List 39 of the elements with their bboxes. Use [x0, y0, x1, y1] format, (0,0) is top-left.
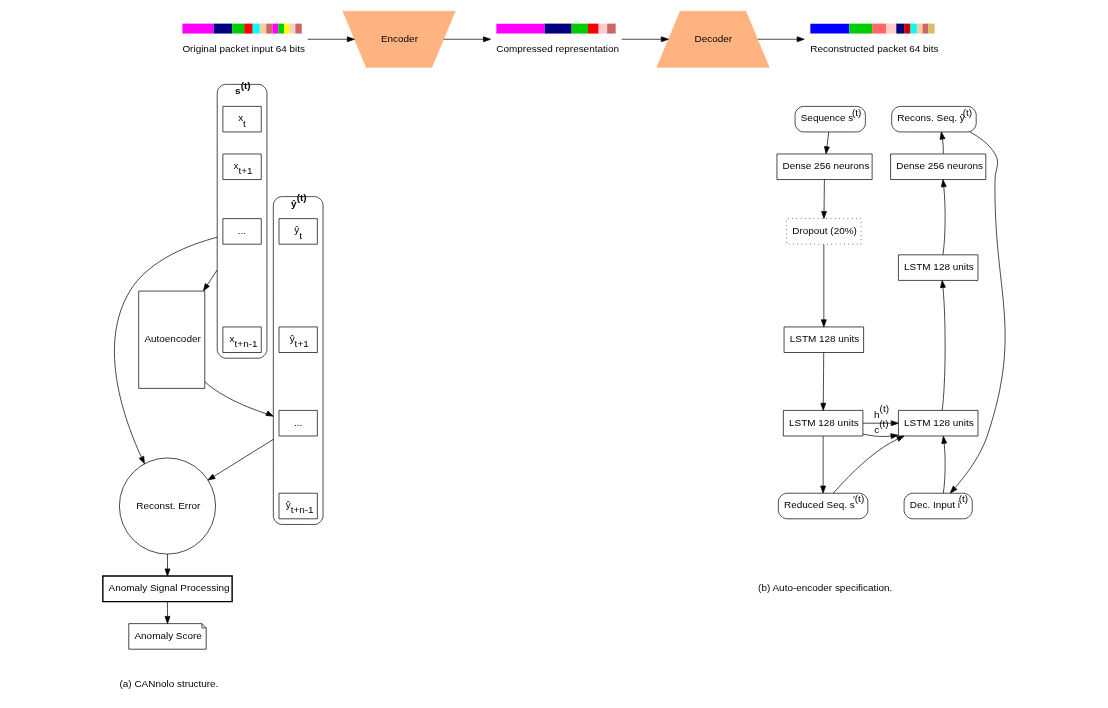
arrow: [941, 179, 947, 255]
node-label: Reconstructed packet 64 bits: [810, 43, 939, 55]
arrow: [821, 244, 827, 328]
arrow: [862, 433, 899, 439]
arrow: [164, 601, 171, 624]
arrow: [820, 435, 826, 494]
node-box: LSTM 128 units: [783, 326, 864, 353]
arrow: [821, 179, 827, 219]
node-box: Anomaly Signal Processing: [102, 575, 233, 603]
arrow: [204, 381, 274, 417]
node-box: LSTM 128 units: [783, 410, 864, 437]
label: (b) Auto-encoder specification.: [758, 582, 893, 594]
arrow: [207, 439, 274, 481]
node-box: Dropout (20%): [786, 218, 862, 245]
node-label: Original packet input 64 bits: [182, 43, 306, 55]
arrow: [862, 420, 899, 427]
node-box: Autoencoder: [138, 290, 206, 389]
arrow: [757, 36, 805, 43]
arrow: [203, 269, 218, 292]
node-box: LSTM 128 units: [898, 410, 979, 437]
node-box: Dense 256 neurons: [890, 153, 987, 180]
arrow: [939, 131, 946, 155]
arrow: [832, 435, 905, 494]
arrow: [114, 236, 218, 465]
arrow: [824, 131, 830, 155]
arrow: [820, 352, 827, 411]
node-box: ...: [222, 218, 262, 245]
arrow: [949, 131, 1006, 494]
arrow: [621, 36, 669, 43]
node-box: LSTM 128 units: [898, 254, 979, 281]
label: (a) CANnolo structure.: [119, 677, 219, 689]
node-box: Dense 256 neurons: [776, 153, 873, 180]
arrow: [164, 553, 171, 577]
arrow: [443, 36, 491, 43]
arrow: [940, 280, 946, 411]
arrow: [941, 435, 948, 494]
arrow: [307, 36, 355, 43]
node-label: Compressed representation: [496, 43, 620, 55]
node-box: ...: [278, 410, 318, 437]
